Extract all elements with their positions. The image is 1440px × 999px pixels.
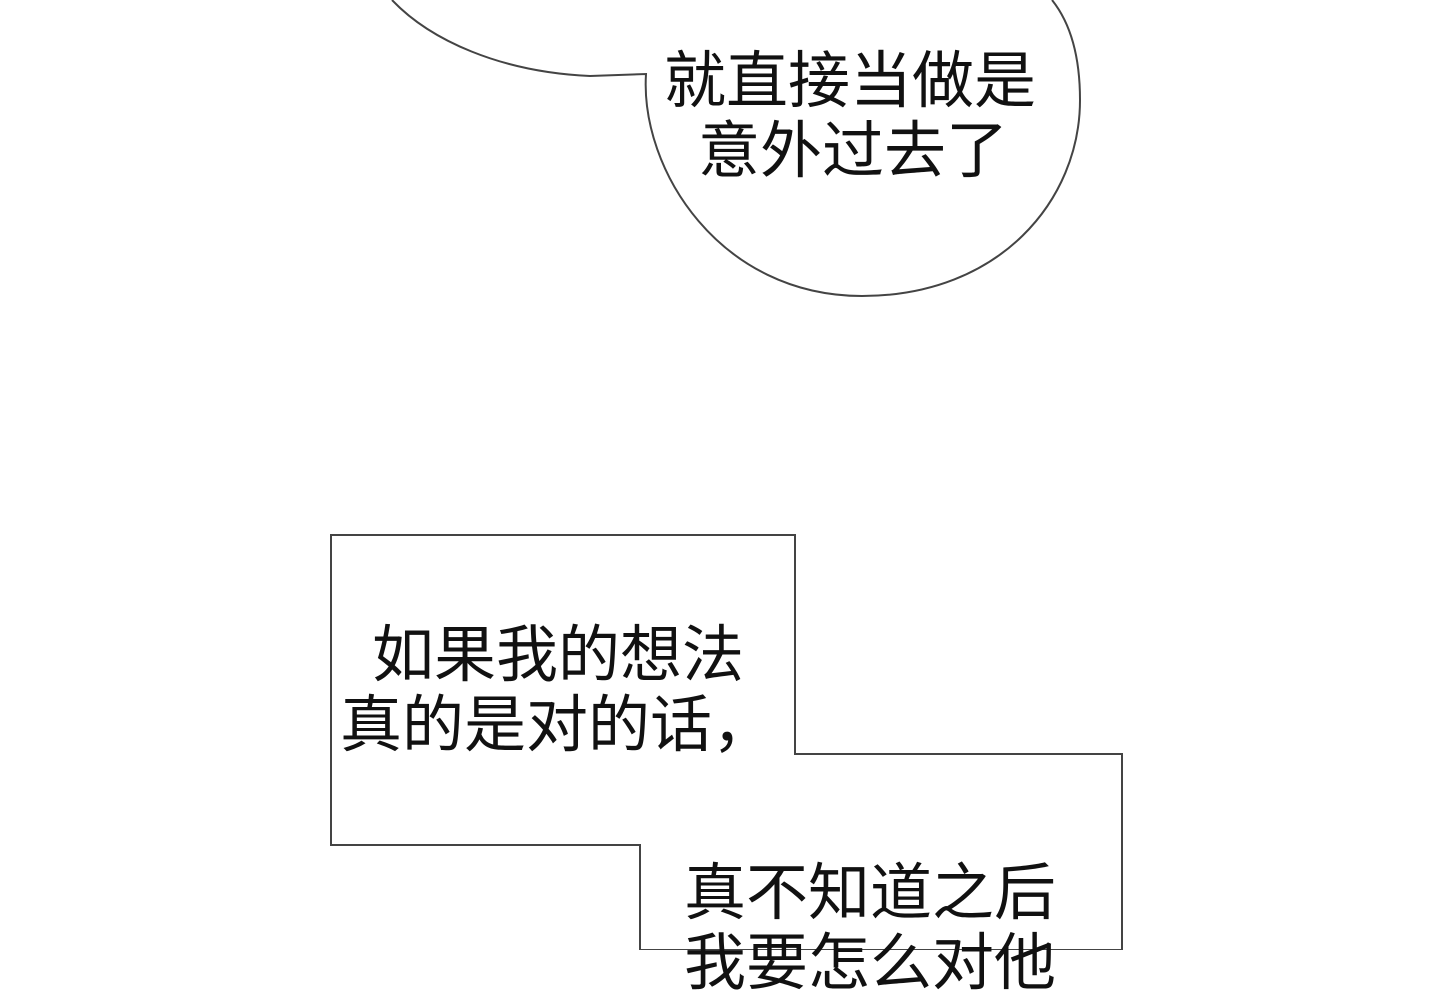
narration-line: 真的是对的话， [340, 688, 775, 761]
speech-line: 就直接当做是 [664, 44, 1037, 117]
narration-line: 我要怎么对他 [684, 926, 1057, 999]
narration-text-lower: 真不知道之后 我要怎么对他 [684, 858, 1056, 998]
narration-box-outline [330, 534, 1123, 950]
narration-line: 如果我的想法 [372, 618, 745, 691]
speech-bubble-text: 就直接当做是 意外过去了 [664, 46, 1036, 186]
speech-line: 意外过去了 [698, 114, 1009, 187]
narration-text-upper: 如果我的想法 真的是对的话， [340, 620, 774, 760]
speech-bubble-outline [391, 0, 1082, 298]
narration-line: 真不知道之后 [684, 856, 1057, 929]
comic-panel [330, 0, 1123, 950]
